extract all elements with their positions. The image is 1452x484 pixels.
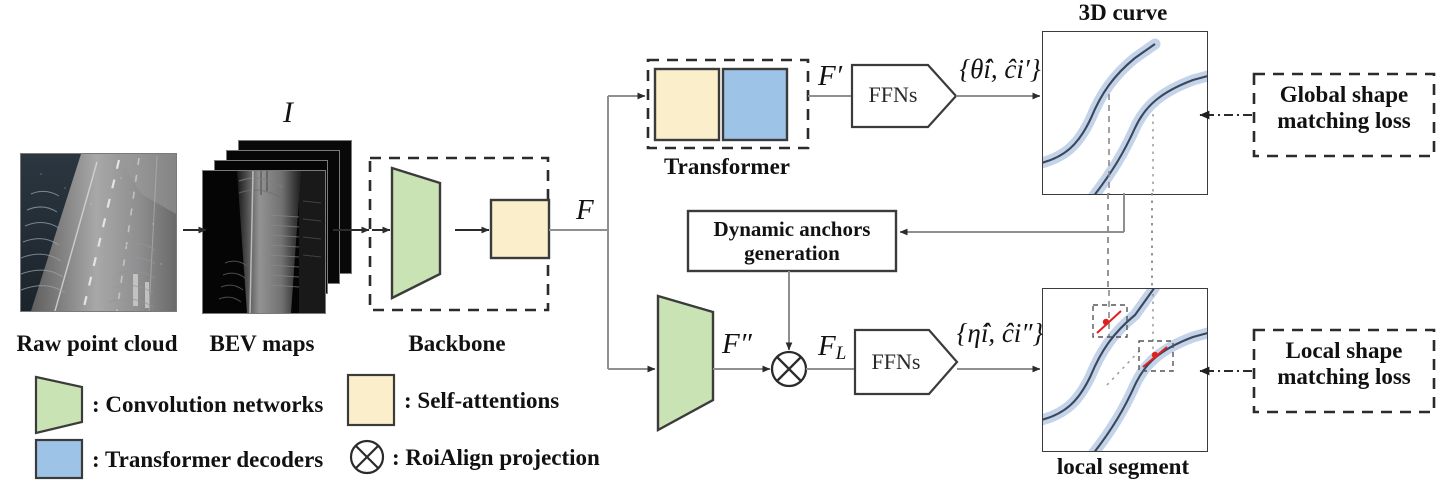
feature-FL-label: FL bbox=[818, 330, 847, 364]
backbone-label: Backbone bbox=[408, 331, 506, 356]
global-loss-box bbox=[1252, 72, 1436, 158]
local-loss-line2: matching loss bbox=[1277, 363, 1411, 389]
ffn-top-label: FFNs bbox=[868, 82, 918, 107]
backbone-self-attention-box bbox=[489, 198, 551, 260]
transformer-self-attention-box bbox=[653, 67, 721, 142]
ffn-bottom-label: FFNs bbox=[871, 349, 921, 374]
bev-maps-label: BEV maps bbox=[209, 331, 315, 356]
backbone-conv-trapezoid bbox=[390, 166, 442, 300]
bev-maps-stack bbox=[200, 140, 360, 320]
local-segment-title: local segment bbox=[1056, 454, 1190, 479]
second-conv-trapezoid bbox=[656, 294, 715, 433]
feature-FL-base: F bbox=[818, 330, 836, 362]
three-d-curve-title: 3D curve bbox=[1078, 0, 1168, 25]
roialign-projection-symbol bbox=[770, 350, 808, 388]
legend-decoder-square bbox=[34, 438, 84, 480]
feature-FL-subscript: L bbox=[835, 343, 847, 364]
legend-roialign-circle-x-icon bbox=[349, 439, 385, 475]
transformer-label: Transformer bbox=[663, 154, 791, 179]
dynamic-anchors-box bbox=[686, 209, 898, 273]
output-top-label: {θ̂i, ĉi′} bbox=[959, 54, 1041, 84]
local-loss-box bbox=[1252, 328, 1436, 414]
anchor-box-lower bbox=[1138, 340, 1174, 372]
dynamic-anchors-label: Dynamic anchors generation bbox=[688, 217, 896, 265]
bev-map-front bbox=[202, 170, 326, 314]
feature-F-double-prime-label: F″ bbox=[722, 328, 752, 360]
legend-roialign-text: : RoiAlign projection bbox=[392, 445, 600, 470]
global-loss-label: Global shape matching loss bbox=[1254, 82, 1434, 134]
ffn-top-shape bbox=[850, 63, 958, 129]
transformer-decoder-box bbox=[721, 67, 789, 142]
raw-point-cloud-label: Raw point cloud bbox=[16, 331, 178, 356]
legend-conv-text: : Convolution networks bbox=[92, 392, 324, 417]
transformer-dashed-group bbox=[646, 58, 810, 150]
legend-conv-trapezoid bbox=[34, 375, 84, 435]
global-loss-line2: matching loss bbox=[1277, 107, 1411, 133]
dynamic-anchors-line2: generation bbox=[744, 240, 840, 265]
bev-symbol-label: I bbox=[283, 96, 293, 129]
raw-point-cloud-image bbox=[20, 153, 177, 312]
global-loss-line1: Global shape bbox=[1279, 82, 1409, 107]
ffn-bottom-shape bbox=[853, 328, 959, 396]
local-loss-line1: Local shape bbox=[1285, 338, 1403, 363]
feature-F-label: F bbox=[576, 194, 594, 226]
local-segment-panel bbox=[1042, 288, 1208, 452]
dynamic-anchors-line1: Dynamic anchors bbox=[713, 217, 871, 241]
legend-decoder-text: : Transformer decoders bbox=[92, 447, 324, 472]
local-loss-label: Local shape matching loss bbox=[1254, 338, 1434, 390]
anchor-box-upper bbox=[1092, 304, 1128, 338]
legend-selfattention-text: : Self-attentions bbox=[404, 388, 560, 413]
legend-selfattention-square bbox=[346, 373, 396, 427]
output-bottom-label: {η̂i, ĉi″} bbox=[956, 318, 1044, 348]
feature-F-prime-label: F′ bbox=[818, 60, 843, 92]
